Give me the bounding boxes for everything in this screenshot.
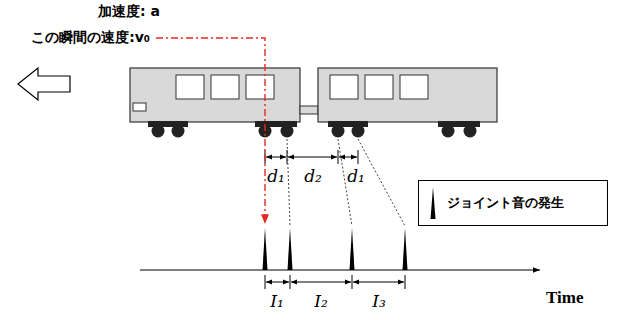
time-axis [140,269,540,270]
joint-sound-spike [263,228,408,270]
distance-dimension [265,150,358,164]
leader-line [287,139,405,226]
axis-label: Time [546,289,583,308]
distance-label: d₁ [267,167,285,186]
distance-label: d₂ [304,167,322,186]
train-car [318,68,497,122]
legend-box: ジョイント音の発生 [418,180,608,226]
direction-arrow [18,68,70,100]
interval-dimension [265,275,405,289]
interval-label: I₃ [372,292,386,311]
interval-label: I₂ [314,292,328,311]
train-car [130,68,300,122]
interval-label: I₁ [270,292,284,311]
legend-spike [429,187,437,219]
legend-text: ジョイント音の発生 [447,194,564,212]
acceleration-label: 加速度: a [98,4,160,19]
coupler [300,106,318,114]
legend-spike-shape [431,187,436,219]
speed-label: この瞬間の速度:v₀ [31,30,150,45]
distance-label: d₁ [347,167,365,186]
wheel-set [148,121,480,138]
pointer-line [156,38,265,224]
